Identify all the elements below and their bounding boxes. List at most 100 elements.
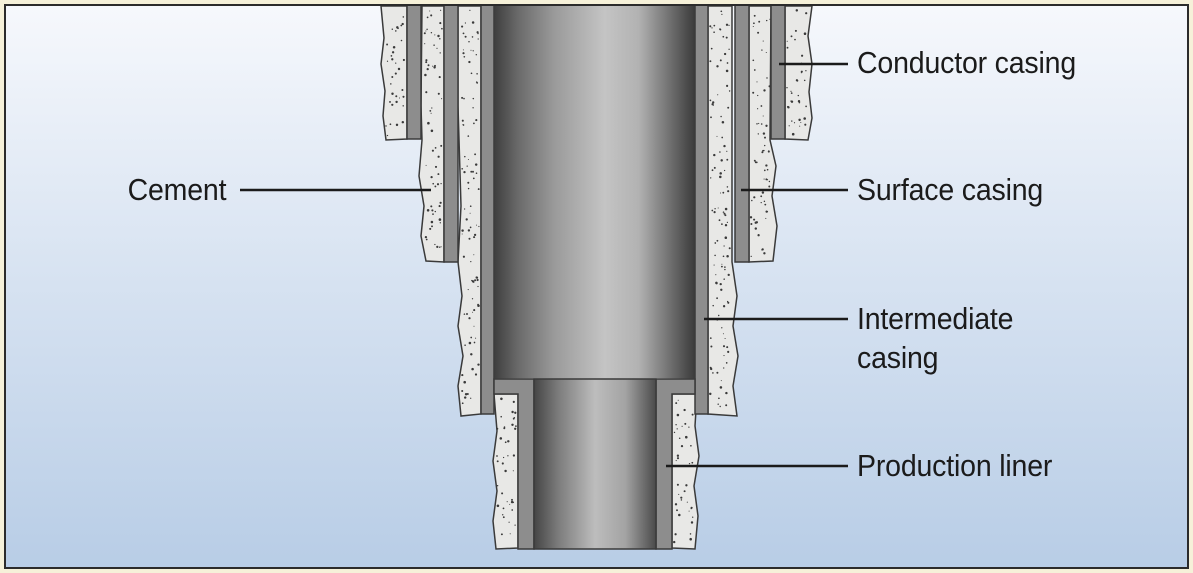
cement-speckle [472, 50, 474, 52]
cement-speckle [395, 123, 399, 127]
cement-speckle [717, 314, 720, 317]
cement-speckle [500, 397, 503, 401]
cement-speckle [786, 87, 788, 89]
cement-speckle [477, 188, 480, 191]
cement-speckle [496, 504, 500, 508]
cement-speckle [502, 516, 505, 519]
cement-speckle [424, 73, 427, 77]
cement-speckle [787, 106, 790, 109]
cement-speckle [467, 158, 469, 161]
cement-speckle [754, 227, 757, 230]
cement-speckle [757, 108, 759, 110]
cement-speckle [690, 444, 692, 447]
cement-speckle [763, 169, 766, 172]
cement-speckle [430, 175, 433, 179]
cement-speckle [720, 10, 723, 13]
cement-speckle [768, 180, 771, 183]
cement-speckle [683, 408, 686, 412]
cement-speckle [473, 254, 475, 256]
cement-speckle [711, 103, 714, 106]
cement-speckle [692, 516, 694, 518]
cement-speckle [722, 211, 725, 213]
cement-speckle [725, 36, 728, 39]
cement-speckle [722, 305, 726, 308]
cement-speckle [467, 289, 469, 291]
cement-speckle [688, 426, 690, 428]
cement-speckle [469, 212, 471, 214]
cement-speckle [763, 89, 766, 92]
cement-speckle [803, 79, 806, 82]
cement-speckle [466, 392, 469, 396]
cement-speckle [461, 374, 464, 377]
cement-intermediate-left [457, 6, 482, 417]
cement-speckle [463, 396, 467, 399]
cement-speckle [470, 261, 472, 263]
cement-speckle [758, 20, 761, 23]
cement-speckle [496, 455, 498, 457]
cement-speckle [725, 69, 729, 73]
cement-speckle [461, 119, 464, 122]
cement-speckle [722, 333, 724, 335]
cement-speckle [477, 285, 479, 288]
cement-speckle [461, 233, 463, 235]
cement-speckle [473, 122, 475, 125]
cement-speckle [468, 237, 471, 240]
cement-speckle [392, 45, 396, 49]
diagram-panel: Conductor casing Surface casing Intermed… [4, 4, 1189, 569]
cement-speckle [716, 371, 719, 374]
cement-speckle [788, 125, 790, 127]
cement-speckle [425, 164, 427, 166]
well-casing-diagram [240, 6, 848, 550]
cement-speckle [710, 177, 712, 179]
cement-speckle [763, 252, 766, 255]
cement-speckle [391, 51, 395, 54]
cement-speckle [766, 168, 769, 171]
cement-speckle [720, 288, 723, 291]
cement-speckle [805, 70, 807, 72]
cement-speckle [467, 187, 470, 190]
cement-speckle [766, 211, 769, 213]
cement-speckle [721, 265, 723, 268]
cement-speckle [753, 196, 756, 199]
cement-speckle [439, 52, 441, 54]
cement-speckle [472, 97, 475, 100]
cement-speckle [474, 373, 478, 376]
cement-speckle [394, 30, 397, 32]
cement-speckle [768, 185, 771, 188]
cement-speckle [714, 254, 716, 257]
cement-speckle [391, 103, 394, 106]
cement-speckle [805, 105, 807, 108]
cement-speckle [680, 496, 683, 499]
cement-speckle [800, 70, 803, 73]
cement-speckle [674, 533, 677, 536]
cement-speckle [755, 161, 758, 164]
cement-speckle [461, 402, 464, 405]
cement-speckle [463, 313, 466, 315]
cement-speckle [441, 98, 443, 100]
cement-speckle [467, 135, 470, 137]
cement-speckle [402, 16, 405, 18]
cement-speckle [676, 428, 678, 430]
cement-speckle [723, 144, 726, 148]
cement-speckle [758, 122, 760, 125]
cement-speckle [434, 185, 437, 188]
cement-speckle [804, 123, 807, 126]
conductor-casing-right-wall [770, 6, 786, 140]
cement-speckle [709, 337, 712, 339]
cement-speckle [441, 27, 443, 30]
cement-speckle [676, 413, 680, 417]
cement-speckle [478, 225, 480, 228]
cement-speckle [462, 255, 465, 258]
cement-speckle [437, 173, 440, 176]
cement-speckle [512, 454, 516, 457]
cement-speckle [686, 501, 688, 503]
cement-speckle [472, 170, 474, 173]
cement-speckle [766, 19, 768, 22]
cement-speckle [719, 405, 721, 408]
cement-speckle [439, 37, 441, 40]
cement-speckle [676, 483, 679, 486]
cement-speckle [725, 23, 729, 26]
cement-speckle [719, 192, 722, 194]
cement-speckle [437, 155, 440, 158]
